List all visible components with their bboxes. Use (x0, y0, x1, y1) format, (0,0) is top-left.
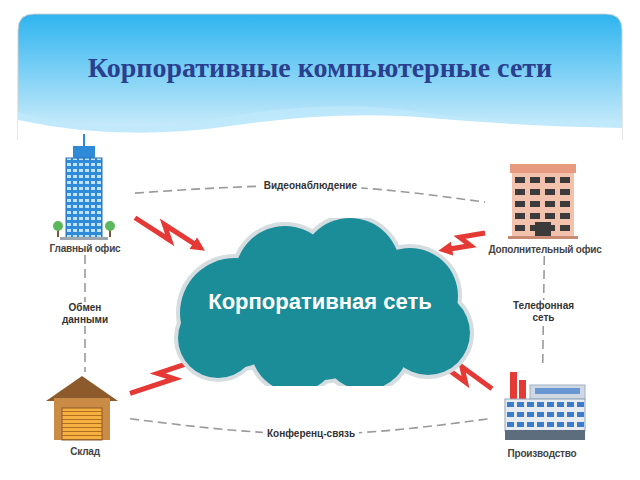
branch-office-icon (508, 164, 578, 239)
slide-title: Корпоративные компьютерные сети (0, 52, 640, 84)
office-body (512, 173, 574, 237)
factory-upper-windows (535, 388, 580, 394)
warehouse-roof (46, 376, 118, 401)
site-name: Склад (70, 446, 100, 458)
cloud-halo (178, 218, 470, 386)
garage-door (62, 408, 102, 440)
tree-crown (53, 221, 63, 231)
link-label: Видеонаблюдение (260, 180, 361, 192)
building-node: Главный офис (35, 135, 135, 255)
tower-base (60, 237, 108, 240)
antenna (83, 134, 85, 148)
factory-body (505, 399, 585, 431)
roof-band (510, 164, 576, 173)
site-name: Производство (508, 448, 577, 460)
main-office-icon (53, 134, 115, 240)
cloud-fill (178, 218, 470, 386)
header-wave (18, 115, 622, 146)
link-label: Обмен данными (50, 302, 120, 326)
cloud-node: Корпоративная сеть (160, 218, 480, 386)
site-name: Главный офис (50, 243, 121, 255)
building-node: Дополнительный офис (485, 160, 605, 256)
link-label: Конференц-связь (263, 428, 359, 440)
warehouse-icon (46, 376, 118, 440)
lightning-link (445, 233, 485, 250)
office-base (508, 236, 578, 239)
site-name: Дополнительный офис (488, 244, 601, 256)
factory-upper (530, 385, 585, 399)
lightning-link (135, 218, 199, 247)
factory-base (505, 430, 585, 440)
chimney (510, 372, 517, 400)
building-node: Производство (492, 368, 592, 460)
tree-crown (105, 221, 115, 231)
chimney (519, 380, 526, 400)
building-node: Склад (40, 372, 130, 458)
link-label: Телефонная сеть (508, 300, 578, 324)
tower-body (66, 158, 102, 238)
office-door (535, 222, 551, 237)
network-name: Корпоративная сеть (208, 289, 431, 315)
tower-top (73, 146, 95, 158)
factory-icon (505, 372, 585, 440)
warehouse-body (54, 398, 110, 440)
